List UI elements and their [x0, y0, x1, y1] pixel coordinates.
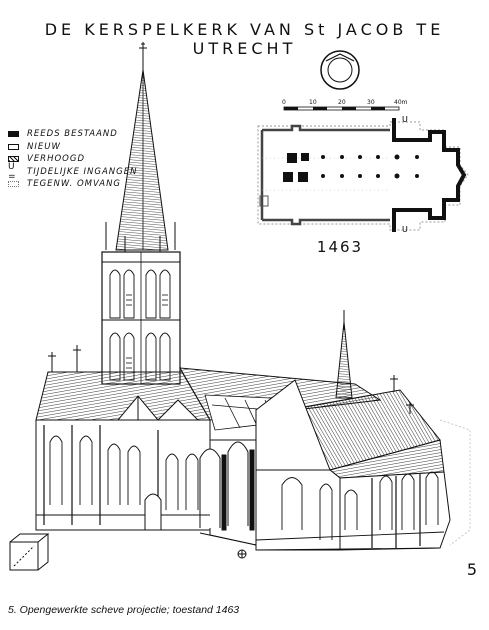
legend-label: TIJDELIJKE INGANGEN — [27, 166, 138, 177]
legend-item-present: TEGENW. OMVANG — [8, 178, 137, 191]
u-symbol: U = — [8, 161, 17, 182]
present-outline — [439, 419, 471, 546]
open-nave-arcade — [199, 441, 255, 531]
legend-item-existing: REEDS BESTAAND — [8, 128, 137, 141]
projection-cube-icon — [9, 533, 50, 571]
black-swatch — [8, 131, 19, 138]
west-door — [144, 493, 162, 531]
hatch-swatch — [8, 156, 19, 163]
white-swatch — [8, 143, 19, 150]
choir-spire — [335, 310, 353, 399]
dotted-swatch — [8, 181, 19, 188]
scale-tick-0: 0 — [282, 99, 286, 106]
scale-tick-20: 20 — [338, 99, 346, 106]
scale-tick-10: 10 — [309, 99, 317, 106]
scale-tick-30: 30 — [367, 99, 375, 106]
legend-label: NIEUW — [27, 141, 61, 152]
west-gables — [116, 395, 200, 421]
tower-spire — [105, 42, 176, 252]
compass-rose — [320, 50, 360, 90]
floor-plan: U U — [257, 115, 469, 234]
legend-label: VERHOOGD — [27, 154, 85, 165]
legend-label: REEDS BESTAAND — [27, 129, 118, 140]
ground-symbol — [237, 549, 247, 559]
svg-text:U: U — [402, 225, 408, 234]
svg-text:U: U — [402, 115, 408, 124]
year-label: 1463 — [316, 238, 364, 256]
scale-bar — [283, 106, 400, 111]
legend-item-new: NIEUW — [8, 141, 137, 154]
legend-item-raised: VERHOOGD — [8, 153, 137, 166]
windows — [49, 435, 439, 540]
figure-caption: 5. Opengewerkte scheve projectie; toesta… — [8, 604, 240, 616]
plinth — [36, 514, 445, 551]
tower — [101, 251, 181, 385]
page-title: DE KERSPELKERK VAN St JACOB TE UTRECHT — [44, 20, 445, 58]
legend: REEDS BESTAAND NIEUW VERHOOGD U = TIJDEL… — [8, 128, 137, 191]
roof-crosses — [48, 345, 414, 414]
figure-number: 5 — [466, 560, 477, 579]
scale-tick-40m: 40m — [394, 99, 408, 106]
legend-item-temporary: U = TIJDELIJKE INGANGEN — [8, 162, 138, 182]
legend-label: TEGENW. OMVANG — [27, 179, 122, 190]
